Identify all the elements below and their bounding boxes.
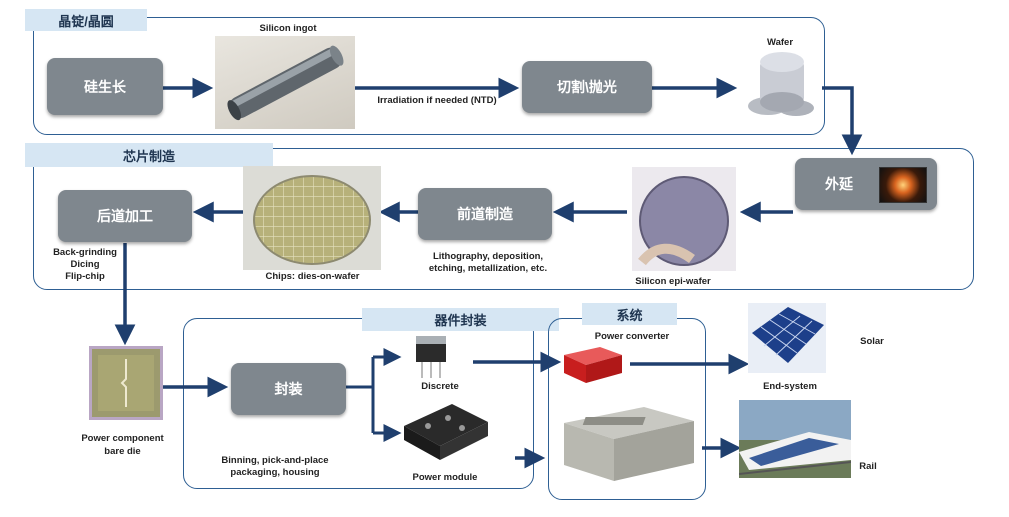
back-end-desc-1: Back-grinding <box>53 247 117 258</box>
back-end-desc-2: Dicing <box>70 259 100 270</box>
front-end-desc-2: etching, metallization, etc. <box>428 263 548 274</box>
arrow-wafer-to-epitaxy <box>822 86 863 156</box>
rail-converter-photo <box>560 405 698 485</box>
power-converter-label: Power converter <box>594 331 670 342</box>
epi-wafer-photo <box>632 167 736 271</box>
bare-die-label-1: Power component <box>81 433 164 444</box>
discrete-photo <box>400 336 472 380</box>
discrete-label: Discrete <box>421 381 459 392</box>
epitaxy-reactor-photo <box>879 167 927 203</box>
chip-section-tab: 芯片制造 <box>25 143 273 167</box>
chip-section-frame <box>33 148 974 290</box>
power-module-label: Power module <box>412 472 478 483</box>
silicon-ingot-photo <box>215 36 355 129</box>
ingot-section-frame <box>33 17 825 135</box>
ingot-section-tab: 晶锭/晶圆 <box>25 9 147 31</box>
chips-label: Chips: dies-on-wafer <box>265 271 360 282</box>
solar-panel-photo <box>748 303 826 373</box>
epitaxy-node: 外延 <box>795 158 937 210</box>
power-converter-photo <box>560 345 626 385</box>
epitaxy-label: 外延 <box>825 176 853 192</box>
package-section-frame <box>183 318 534 489</box>
rail-label: Rail <box>859 461 877 472</box>
end-system-label: End-system <box>763 381 817 392</box>
packaging-desc-1: Binning, pick-and-place <box>221 455 329 466</box>
back-end-node: 后道加工 <box>58 190 192 242</box>
power-module-photo <box>398 396 492 468</box>
system-section-tab: 系统 <box>582 303 677 325</box>
chips-wafer-photo <box>243 166 381 270</box>
silicon-growth-node: 硅生长 <box>47 58 163 115</box>
package-section-tab: 器件封装 <box>362 308 559 331</box>
back-end-desc-3: Flip-chip <box>65 271 105 282</box>
wafer-photo <box>738 48 818 123</box>
packaging-desc-2: packaging, housing <box>230 467 320 478</box>
epi-wafer-label: Silicon epi-wafer <box>635 276 711 287</box>
cutting-node: 切割\抛光 <box>522 61 652 113</box>
silicon-ingot-label: Silicon ingot <box>259 23 317 34</box>
front-end-desc-1: Lithography, deposition, <box>432 251 544 262</box>
rail-train-photo <box>738 400 852 478</box>
bare-die-label-2: bare die <box>104 446 141 457</box>
bare-die-photo <box>89 346 163 420</box>
irradiation-label: Irradiation if needed (NTD) <box>377 95 497 106</box>
packaging-node: 封装 <box>231 363 346 415</box>
front-end-node: 前道制造 <box>418 188 552 240</box>
solar-label: Solar <box>860 336 884 347</box>
wafer-label: Wafer <box>766 37 794 48</box>
